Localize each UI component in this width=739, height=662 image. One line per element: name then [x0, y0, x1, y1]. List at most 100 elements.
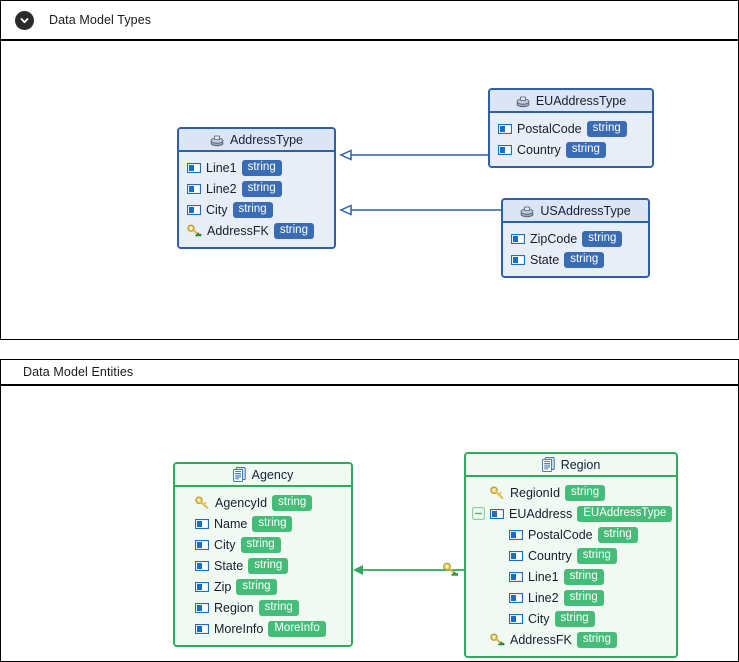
foreign-key-icon: [442, 562, 459, 577]
field-name: State: [214, 558, 244, 573]
node-header-addresstype[interactable]: AddressType: [179, 129, 334, 152]
field-row[interactable]: State string: [510, 249, 640, 270]
field-row[interactable]: City string: [490, 608, 668, 629]
panel-header-data-model-types[interactable]: Data Model Types: [0, 0, 739, 41]
node-header-region[interactable]: Region: [466, 454, 676, 477]
hollow-triangle-arrow-eu: [339, 149, 352, 161]
node-header-agency[interactable]: Agency: [175, 464, 351, 487]
field-row[interactable]: AddressFK string: [490, 629, 668, 650]
field-row[interactable]: Region string: [194, 597, 343, 618]
attribute-icon: [508, 592, 524, 603]
field-name: PostalCode: [528, 527, 593, 542]
field-row[interactable]: Line2 string: [186, 178, 326, 199]
attribute-icon: [194, 602, 210, 613]
field-type-badge: string: [241, 180, 282, 197]
attribute-icon: [194, 581, 210, 592]
attribute-icon: [194, 518, 210, 529]
panel-title: Data Model Entities: [23, 365, 134, 379]
field-row[interactable]: Zip string: [194, 576, 343, 597]
field-type-badge: string: [564, 251, 605, 268]
attribute-icon: [194, 539, 210, 550]
field-row[interactable]: Line1 string: [490, 566, 668, 587]
field-name: MoreInfo: [214, 621, 264, 636]
panel-data-model-entities: Data Model Entities: [0, 359, 739, 662]
node-title: AddressType: [230, 132, 303, 147]
field-row[interactable]: Country string: [497, 139, 644, 160]
node-header-euaddresstype[interactable]: EUAddressType: [490, 90, 652, 113]
node-usaddresstype[interactable]: USAddressType ZipCode string: [501, 198, 650, 278]
field-row[interactable]: Country string: [490, 545, 668, 566]
node-title: Agency: [251, 467, 294, 482]
field-name: AgencyId: [215, 495, 268, 510]
field-row[interactable]: PostalCode string: [490, 524, 668, 545]
complex-type-icon: [210, 133, 224, 147]
field-type-badge: string: [565, 484, 606, 501]
field-type-badge: string: [236, 578, 277, 595]
attribute-icon: [194, 623, 210, 634]
field-name: Line1: [206, 160, 237, 175]
field-name: Country: [517, 142, 561, 157]
field-row[interactable]: City string: [194, 534, 343, 555]
types-diagram-canvas[interactable]: AddressType Line1 string: [0, 41, 739, 340]
field-type-badge: string: [240, 536, 281, 553]
field-type-badge: string: [554, 610, 595, 627]
field-name: PostalCode: [517, 121, 582, 136]
field-type-badge: string: [586, 120, 627, 137]
attribute-icon: [186, 183, 202, 194]
entities-diagram-canvas[interactable]: Agency AgencyId string: [0, 386, 739, 662]
foreign-key-icon: [490, 633, 505, 646]
node-agency[interactable]: Agency AgencyId string: [173, 462, 353, 647]
node-addresstype[interactable]: AddressType Line1 string: [177, 127, 336, 249]
chevron-down-icon[interactable]: [15, 10, 34, 30]
field-type-badge: string: [582, 230, 623, 247]
field-row[interactable]: MoreInfo MoreInfo: [194, 618, 343, 639]
primary-key-icon: [490, 486, 505, 499]
field-row[interactable]: Name string: [194, 513, 343, 534]
field-row[interactable]: EUAddress EUAddressType: [472, 503, 673, 524]
attribute-icon: [194, 560, 210, 571]
field-name: City: [214, 537, 236, 552]
attribute-icon: [508, 613, 524, 624]
node-title: Region: [560, 457, 601, 472]
field-row[interactable]: AddressFK string: [187, 220, 326, 241]
field-name: Line2: [528, 590, 559, 605]
field-type-badge: string: [232, 201, 273, 218]
attribute-icon: [508, 529, 524, 540]
field-row[interactable]: PostalCode string: [497, 118, 644, 139]
field-row[interactable]: State string: [194, 555, 343, 576]
field-row[interactable]: City string: [186, 199, 326, 220]
types-connectors: [339, 149, 502, 216]
minus-box-icon[interactable]: [472, 507, 486, 521]
field-name: Region: [214, 600, 254, 615]
hollow-triangle-arrow-us: [339, 204, 352, 216]
field-type-badge: string: [272, 494, 313, 511]
field-type-badge: string: [563, 589, 604, 606]
field-name: EUAddress: [509, 506, 573, 521]
field-name: City: [206, 202, 228, 217]
field-row[interactable]: Line2 string: [490, 587, 668, 608]
node-title: USAddressType: [540, 203, 631, 218]
field-row[interactable]: Line1 string: [186, 157, 326, 178]
node-fields-agency: AgencyId string Name string: [175, 487, 351, 645]
field-row[interactable]: ZipCode string: [510, 228, 640, 249]
field-name: State: [530, 252, 560, 267]
field-type-badge: string: [563, 568, 604, 585]
complex-type-icon: [520, 204, 534, 218]
field-type-badge: MoreInfo: [268, 620, 326, 637]
field-type-badge: string: [258, 599, 299, 616]
node-region[interactable]: Region RegionId string: [464, 452, 678, 658]
field-row[interactable]: AgencyId string: [195, 492, 343, 513]
attribute-icon: [489, 508, 505, 519]
field-type-badge: string: [565, 141, 606, 158]
node-header-usaddresstype[interactable]: USAddressType: [503, 200, 648, 223]
field-type-badge: string: [576, 547, 617, 564]
attribute-icon: [497, 123, 513, 134]
field-type-badge: string: [252, 515, 293, 532]
field-row[interactable]: RegionId string: [490, 482, 668, 503]
entity-icon: [232, 467, 246, 482]
panel-header-data-model-entities[interactable]: Data Model Entities: [0, 359, 739, 386]
node-euaddresstype[interactable]: EUAddressType PostalCode string: [488, 88, 654, 168]
field-name: AddressFK: [207, 223, 269, 238]
field-type-badge: string: [273, 222, 314, 239]
